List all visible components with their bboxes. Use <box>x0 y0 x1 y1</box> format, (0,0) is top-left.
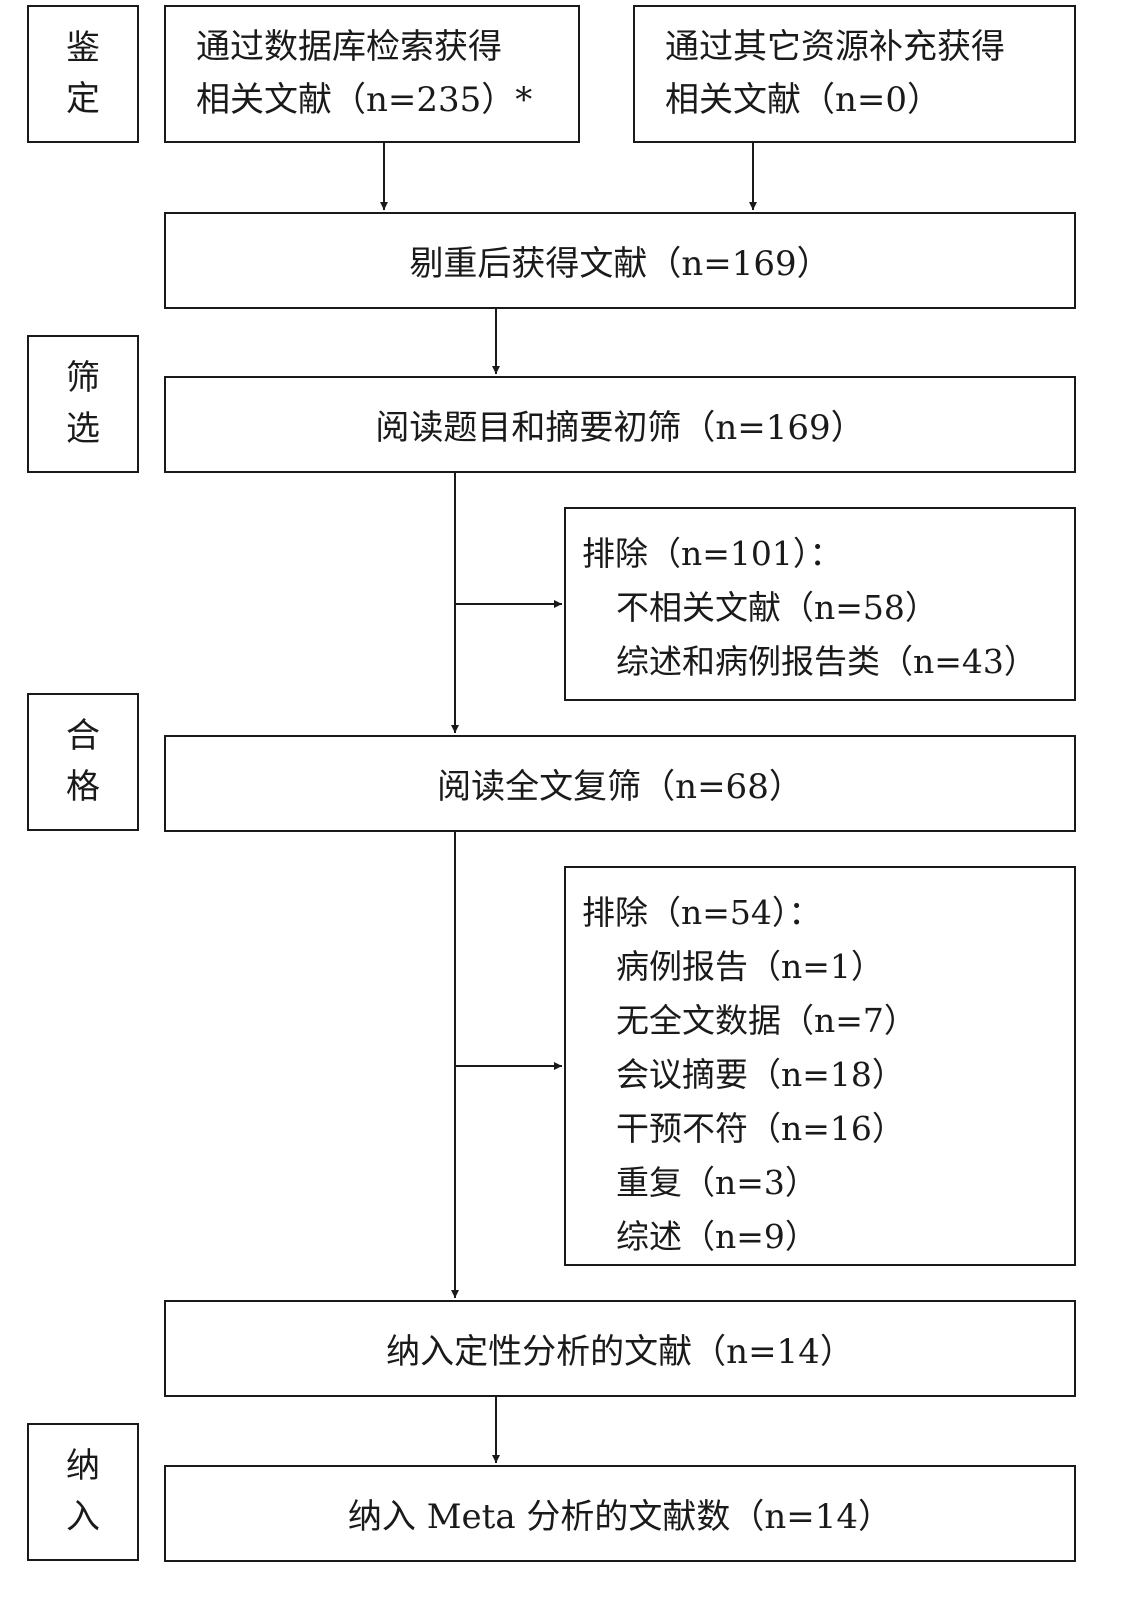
stage-eligibility: 合 格 <box>27 693 139 831</box>
db-search-box: 通过数据库检索获得 相关文献（n=235）* <box>164 5 580 143</box>
stage-screening: 筛 选 <box>27 335 139 473</box>
excluded-1-title: 排除（n=101）： <box>582 534 843 573</box>
after-dedup-box: 剔重后获得文献（n=169） <box>164 212 1076 309</box>
stage-included: 纳 入 <box>27 1423 139 1561</box>
excluded-box-1: 排除（n=101）： 不相关文献（n=58） 综述和病例报告类（n=43） <box>564 507 1076 701</box>
stage-identification-char-1: 鉴 <box>66 28 100 68</box>
stage-eligibility-char-1: 合 <box>66 716 100 756</box>
excluded-1-item: 不相关文献（n=58） <box>616 588 938 627</box>
qualitative-label: 纳入定性分析的文献（n=14） <box>386 1332 854 1372</box>
excluded-2-title: 排除（n=54）： <box>582 893 822 932</box>
stage-identification: 鉴 定 <box>27 5 139 143</box>
stage-screening-char-2: 选 <box>66 409 100 449</box>
excluded-2-item: 干预不符（n=16） <box>616 1109 905 1148</box>
excluded-2-item: 综述（n=9） <box>616 1217 818 1256</box>
full-text-label: 阅读全文复筛（n=68） <box>437 767 803 807</box>
stage-screening-char-1: 筛 <box>66 358 100 398</box>
other-sources-box: 通过其它资源补充获得 相关文献（n=0） <box>633 5 1076 143</box>
other-sources-line-1: 通过其它资源补充获得 <box>665 27 1005 68</box>
excluded-1-item: 综述和病例报告类（n=43） <box>616 642 1037 681</box>
stage-included-char-1: 纳 <box>66 1446 100 1486</box>
stage-eligibility-char-2: 格 <box>66 767 100 807</box>
excluded-box-2: 排除（n=54）： 病例报告（n=1） 无全文数据（n=7） 会议摘要（n=18… <box>564 866 1076 1266</box>
stage-identification-char-2: 定 <box>66 79 100 119</box>
full-text-box: 阅读全文复筛（n=68） <box>164 735 1076 832</box>
title-abstract-label: 阅读题目和摘要初筛（n=169） <box>375 408 865 448</box>
excluded-2-item: 无全文数据（n=7） <box>616 1001 917 1040</box>
stage-included-char-2: 入 <box>66 1497 100 1537</box>
meta-analysis-box: 纳入 Meta 分析的文献数（n=14） <box>164 1465 1076 1562</box>
other-sources-line-2: 相关文献（n=0） <box>665 80 942 120</box>
excluded-2-item: 重复（n=3） <box>616 1163 818 1202</box>
excluded-2-item: 会议摘要（n=18） <box>616 1055 905 1094</box>
db-search-line-1: 通过数据库检索获得 <box>196 27 502 68</box>
excluded-2-item: 病例报告（n=1） <box>616 947 884 986</box>
after-dedup-label: 剔重后获得文献（n=169） <box>409 244 831 284</box>
qualitative-box: 纳入定性分析的文献（n=14） <box>164 1300 1076 1397</box>
meta-analysis-label: 纳入 Meta 分析的文献数（n=14） <box>347 1497 893 1537</box>
title-abstract-box: 阅读题目和摘要初筛（n=169） <box>164 376 1076 473</box>
db-search-line-2: 相关文献（n=235）* <box>196 80 533 120</box>
